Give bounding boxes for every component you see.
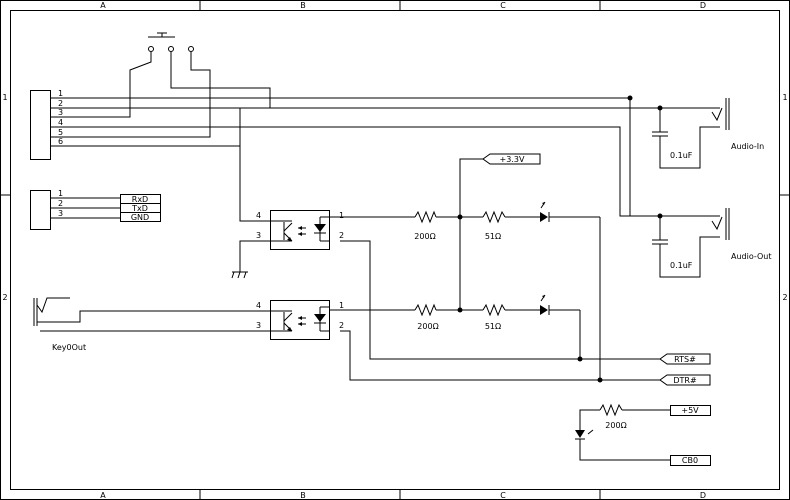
col-label-top-b: B xyxy=(300,1,306,10)
col-label-bottom-d: D xyxy=(700,491,706,500)
r1-label: 200Ω xyxy=(414,232,435,241)
rts-dtr-nets: RTS# DTR# xyxy=(340,217,711,386)
j2-pin-1: 1 xyxy=(58,189,63,198)
j1-pin-1: 1 xyxy=(58,89,63,98)
row-label-right-2: 2 xyxy=(782,293,787,302)
c2-label: 0.1uF xyxy=(670,261,693,270)
col-label-top-c: C xyxy=(500,1,506,10)
r2-label: 51Ω xyxy=(485,232,501,241)
key-out-jack: Key0Out xyxy=(33,297,270,352)
channel-lower: 200Ω 51Ω xyxy=(330,294,580,331)
u1-pin-2: 2 xyxy=(339,231,344,240)
row-label-right-1: 1 xyxy=(782,93,787,102)
audio-in-label: Audio-In xyxy=(731,142,764,151)
j1-pin-5: 5 xyxy=(58,128,63,137)
ground-symbol xyxy=(231,240,270,279)
port-rts-label: RTS# xyxy=(674,355,696,364)
row-label-left-1: 1 xyxy=(2,93,7,102)
j1-pin-6: 6 xyxy=(58,137,63,146)
optocoupler-u2: 4 3 1 2 xyxy=(256,300,344,340)
u1-pin-3: 3 xyxy=(256,231,261,240)
serial-label-rxd: RxD xyxy=(132,195,148,204)
col-label-bottom-b: B xyxy=(300,491,306,500)
r3-label: 200Ω xyxy=(417,322,438,331)
col-label-bottom-a: A xyxy=(100,491,106,500)
connector-j1: 1 2 3 4 5 6 xyxy=(30,89,63,160)
audio-out-section: 0.1uF Audio-Out xyxy=(630,208,772,278)
serial-label-txd: TxD xyxy=(131,204,148,213)
connector-j2: 1 2 3 RxD TxD GND xyxy=(30,189,161,230)
push-switch xyxy=(60,32,720,138)
r4-label: 51Ω xyxy=(485,322,501,331)
port-3v3-label: +3.3V xyxy=(500,155,525,164)
rail-3v3: +3.3V xyxy=(457,153,541,313)
col-label-top-d: D xyxy=(700,1,706,10)
optocoupler-u1: 4 3 1 2 xyxy=(256,210,344,250)
u2-pin-3: 3 xyxy=(256,321,261,330)
j1-pin-2: 2 xyxy=(58,99,63,108)
port-dtr-label: DTR# xyxy=(673,376,697,385)
j2-pin-2: 2 xyxy=(58,199,63,208)
col-label-bottom-c: C xyxy=(500,491,506,500)
u1-pin-4: 4 xyxy=(256,211,261,220)
power-led-section: 200Ω +5V CB0 xyxy=(575,403,711,466)
c1-label: 0.1uF xyxy=(670,151,693,160)
row-label-left-2: 2 xyxy=(2,293,7,302)
r5-label: 200Ω xyxy=(605,421,626,430)
channel-upper: 200Ω 51Ω xyxy=(330,201,600,241)
audio-in-section: 0.1uF Audio-In xyxy=(627,95,764,216)
j1-pin-4: 4 xyxy=(58,118,63,127)
serial-label-gnd: GND xyxy=(131,213,149,222)
port-cb0-label: CB0 xyxy=(682,456,698,465)
u2-pin-4: 4 xyxy=(256,301,261,310)
port-5v-label: +5V xyxy=(681,406,699,415)
col-label-top-a: A xyxy=(100,1,106,10)
key-out-label: Key0Out xyxy=(52,343,86,352)
u1-pin-1: 1 xyxy=(339,211,344,220)
j1-nets xyxy=(60,97,720,222)
j2-pin-3: 3 xyxy=(58,209,63,218)
u2-pin-1: 1 xyxy=(339,301,344,310)
audio-out-label: Audio-Out xyxy=(731,252,772,261)
j1-pin-3: 3 xyxy=(58,108,63,117)
u2-pin-2: 2 xyxy=(339,321,344,330)
